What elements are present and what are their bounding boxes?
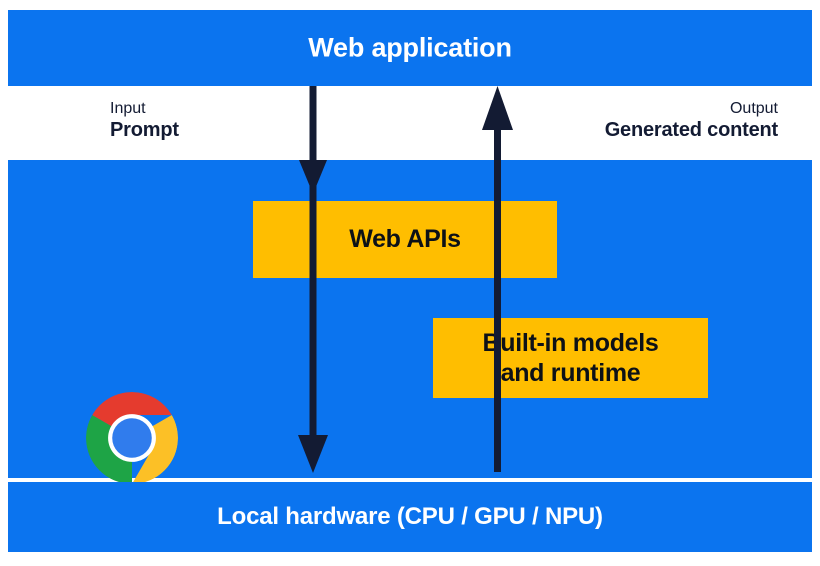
web-application-band: Web application (8, 10, 812, 86)
local-hardware-title: Local hardware (CPU / GPU / NPU) (217, 503, 603, 530)
local-hardware-band: Local hardware (CPU / GPU / NPU) (8, 482, 812, 552)
output-flow-value: Generated content (604, 118, 779, 141)
input-arrow (298, 86, 328, 473)
output-flow-kind: Output (729, 100, 778, 117)
web-apis-box[interactable]: Web APIs (253, 201, 557, 278)
input-flow-kind: Input (110, 100, 146, 117)
output-arrow (482, 86, 513, 472)
input-flow-value: Prompt (110, 118, 179, 141)
output-flow-label: Output Generated content (604, 100, 779, 142)
input-flow-label: Input Prompt (110, 100, 179, 142)
chrome-logo (86, 392, 178, 484)
web-application-title: Web application (308, 32, 512, 63)
